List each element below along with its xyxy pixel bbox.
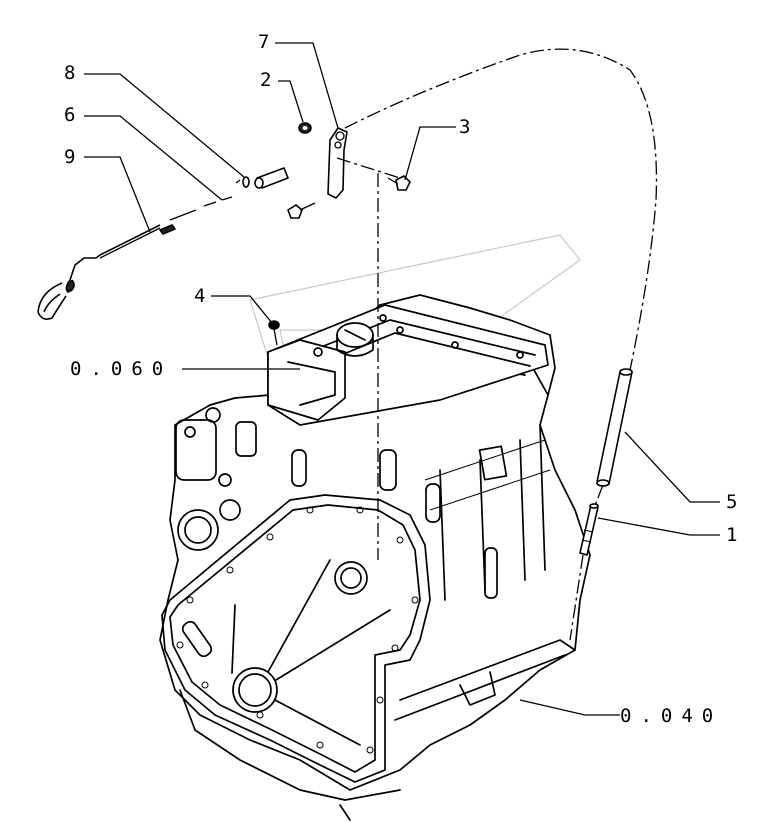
rocker-cover — [267, 304, 549, 426]
sleeve — [254, 167, 289, 189]
callout-5: 5 — [726, 491, 737, 513]
callout-4: 4 — [194, 285, 205, 307]
screw-lower — [287, 202, 316, 219]
part-9-dipstick — [37, 196, 233, 320]
part-4-nut — [268, 320, 280, 346]
part-5-tube — [596, 368, 633, 487]
callout-8: 8 — [64, 62, 75, 84]
callout-2: 2 — [260, 69, 271, 91]
callout-6: 6 — [64, 104, 75, 126]
engine-block — [159, 294, 591, 821]
callout-9: 9 — [64, 146, 75, 168]
part-7-bracket — [327, 127, 348, 199]
cover-bolts — [176, 506, 419, 754]
part-8-o-ring — [235, 176, 250, 188]
callout-7: 7 — [258, 31, 269, 53]
part-2-nut — [298, 122, 312, 134]
assembly-lines — [336, 48, 658, 641]
leader-lines — [84, 42, 720, 716]
callout-3: 3 — [459, 116, 470, 138]
callout-1: 1 — [726, 524, 737, 546]
reference-0-060: 0.060 — [70, 358, 172, 380]
part-1-tube — [579, 503, 599, 556]
reference-0-040: 0.040 — [620, 705, 722, 727]
part-3-screw — [387, 175, 411, 191]
